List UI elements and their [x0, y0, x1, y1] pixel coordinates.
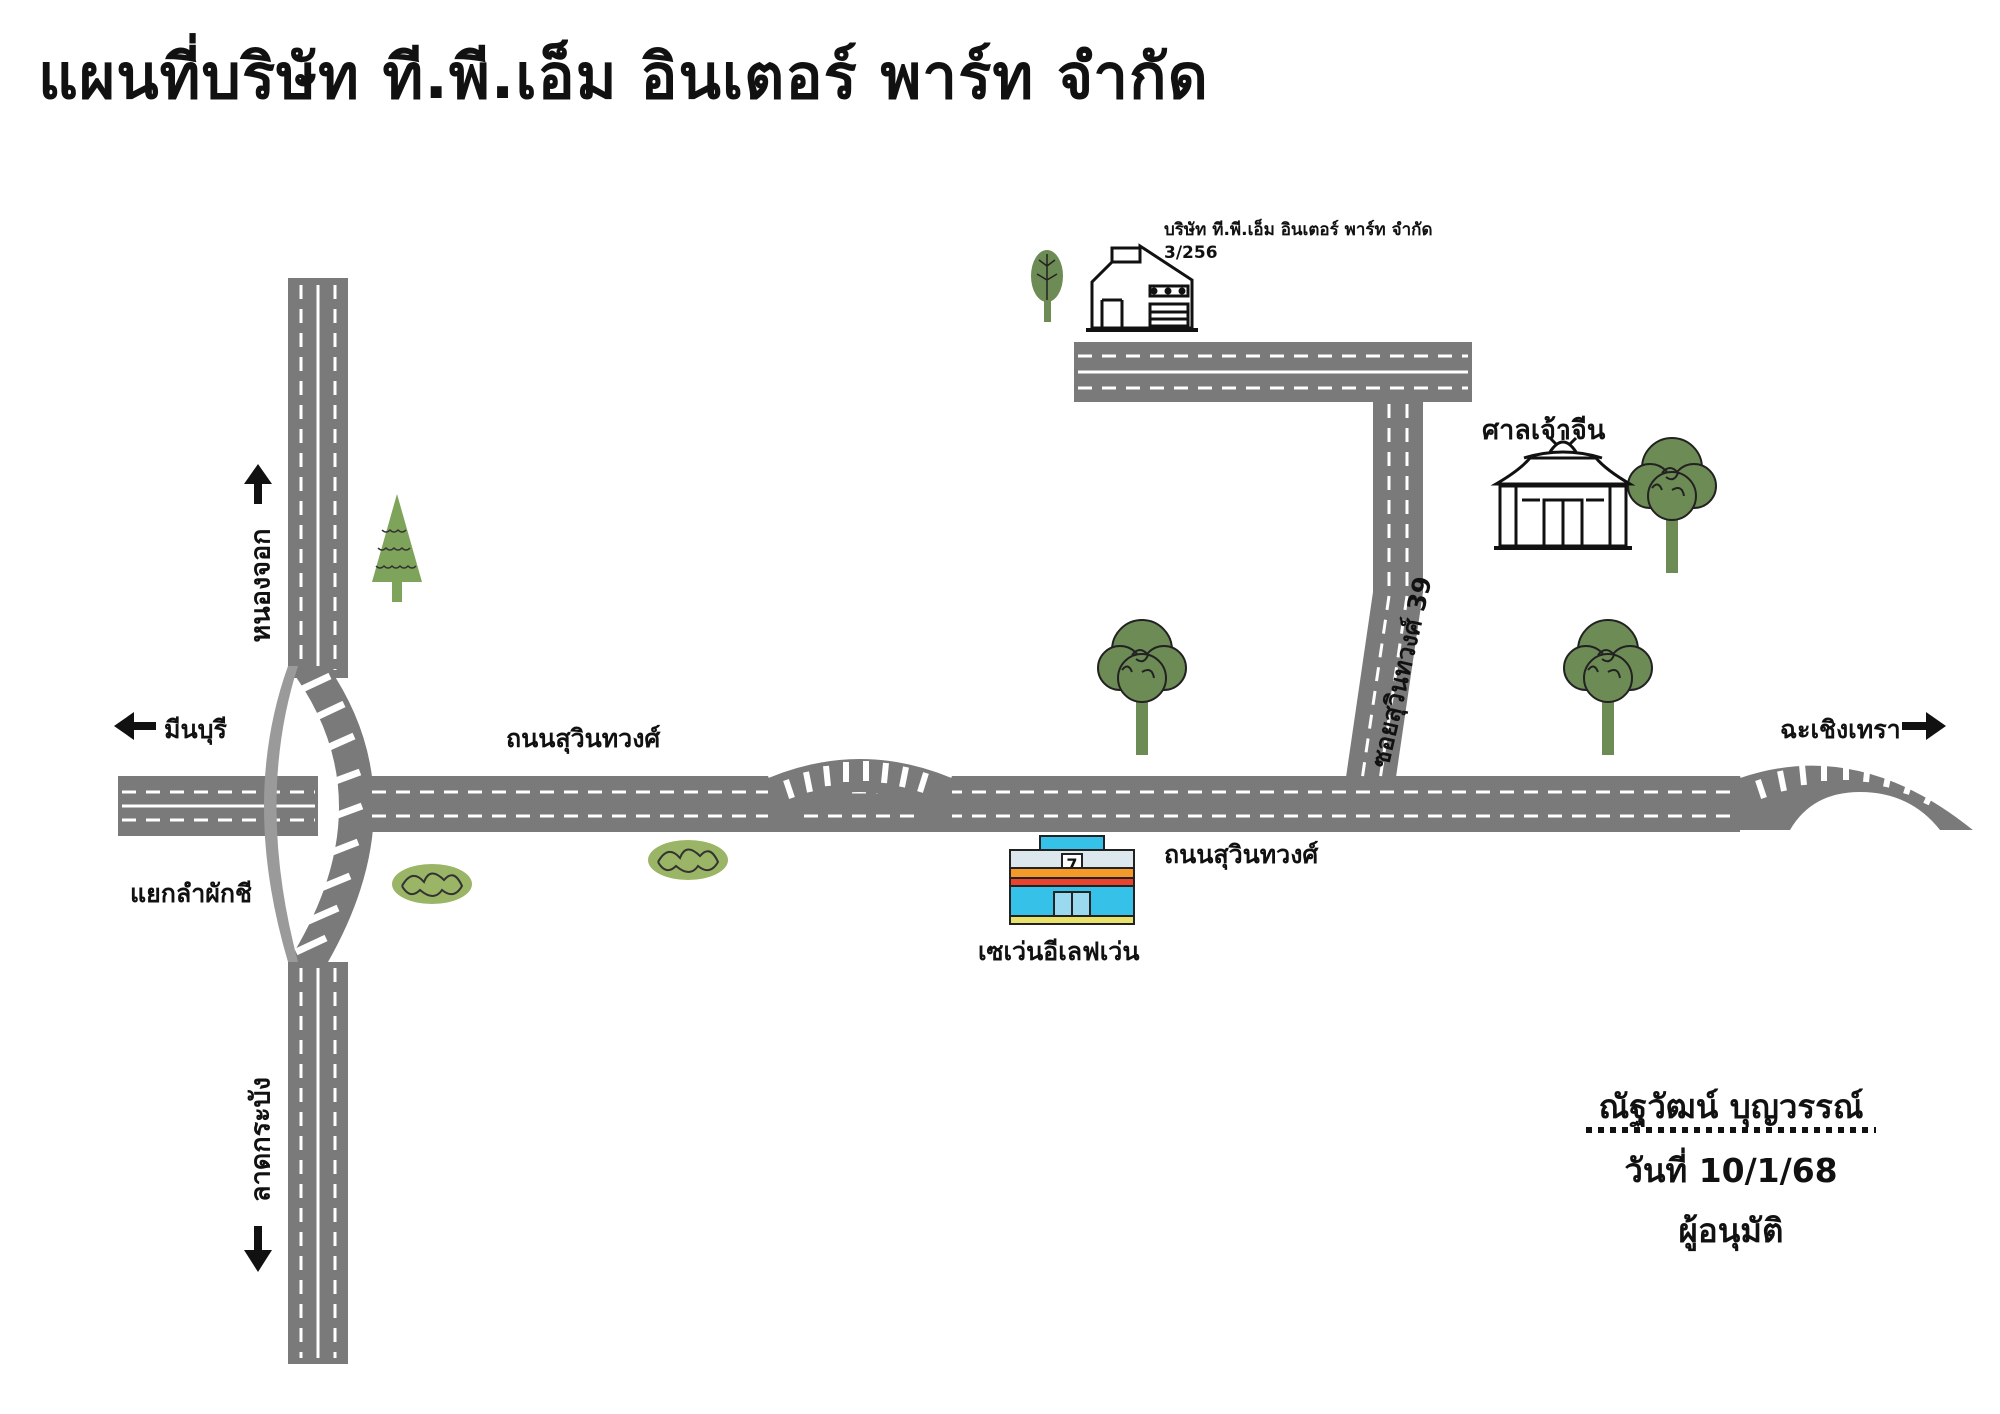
shrine-label: ศาลเจ้าจีน — [1482, 415, 1606, 446]
signature-date: วันที่ 10/1/68 — [1624, 1151, 1838, 1190]
main-road-west — [118, 776, 318, 836]
arrow-down-icon — [244, 1226, 272, 1272]
pine-tree-icon — [372, 494, 422, 602]
road-south — [288, 962, 348, 1364]
road-north — [288, 278, 348, 678]
road-label-east: ถนนสุวินทวงศ์ — [1164, 840, 1319, 869]
office-building-icon — [1086, 243, 1198, 332]
arrow-up-icon — [244, 464, 272, 504]
direction-east-label: ฉะเชิงเทรา — [1780, 715, 1901, 744]
direction-west-label: มีนบุรี — [164, 715, 227, 744]
tree-icon — [1097, 619, 1187, 756]
intersection-overpass — [264, 666, 374, 962]
signer-role: ผู้อนุมัติ — [1678, 1211, 1784, 1250]
main-road-center — [368, 776, 1740, 832]
soi-39-road — [1345, 400, 1423, 784]
company-road — [1074, 342, 1472, 402]
signer-name: ณัฐวัฒน์ บุญวรรณ์ — [1598, 1087, 1864, 1126]
seven-eleven-label: เซเว่นอีเลฟเว่น — [978, 937, 1140, 966]
bush-icon — [647, 839, 729, 881]
tree-icon — [1031, 250, 1063, 322]
company-address-label: 3/256 — [1164, 243, 1218, 263]
intersection-label: แยกลำผักชี — [130, 879, 253, 908]
direction-north-label: หนองจอก — [245, 528, 277, 643]
chinese-shrine-icon — [1490, 430, 1636, 550]
page-title: แผนที่บริษัท ที.พี.เอ็ม อินเตอร์ พาร์ท จ… — [38, 40, 1209, 113]
arrow-right-icon — [1902, 712, 1946, 740]
direction-south-label: ลาดกระบัง — [245, 1077, 277, 1202]
svg-text:7: 7 — [1066, 855, 1077, 874]
bridge-east — [1739, 760, 1978, 832]
bush-icon — [391, 863, 473, 905]
arrow-left-icon — [114, 712, 156, 740]
convenience-store-icon: 7 — [1009, 835, 1135, 925]
road-label-west: ถนนสุวินทวงศ์ — [506, 724, 661, 753]
tree-icon — [1563, 619, 1653, 756]
company-name-label: บริษัท ที.พี.เอ็ม อินเตอร์ พาร์ท จำกัด — [1164, 220, 1433, 240]
tree-icon — [1627, 437, 1717, 574]
bridge-west — [767, 755, 953, 830]
